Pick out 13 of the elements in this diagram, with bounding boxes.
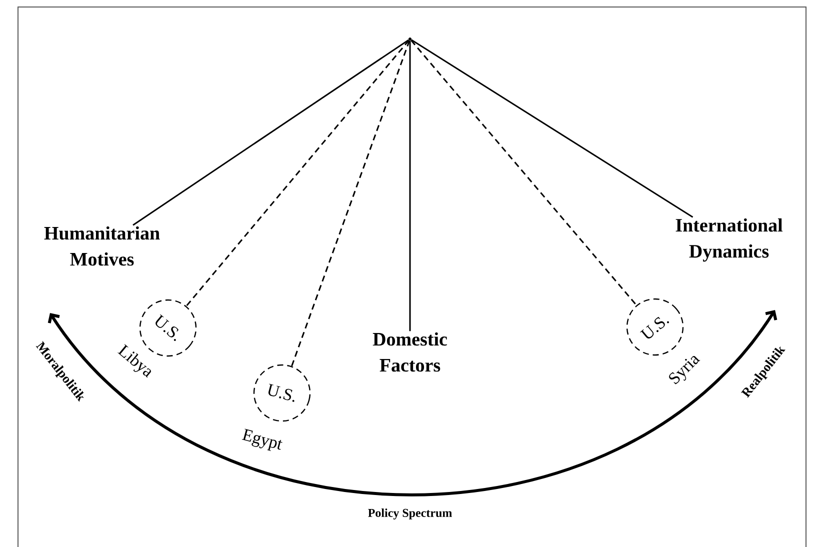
connector-line [291,40,410,366]
factor-label: Domestic Factors [372,332,447,372]
connector-line [186,40,410,307]
connector-line [132,39,410,226]
apex-point [408,38,412,40]
country-label: Egypt [242,428,282,451]
connector-line [411,39,694,218]
axis-label: Policy Spectrum [368,508,452,520]
connector-line [410,40,638,306]
country-label: Syria [669,356,700,384]
factor-label: International Dynamics [676,218,783,262]
connector-line [409,40,411,332]
factor-label: Humanitarian Motives [44,226,160,266]
